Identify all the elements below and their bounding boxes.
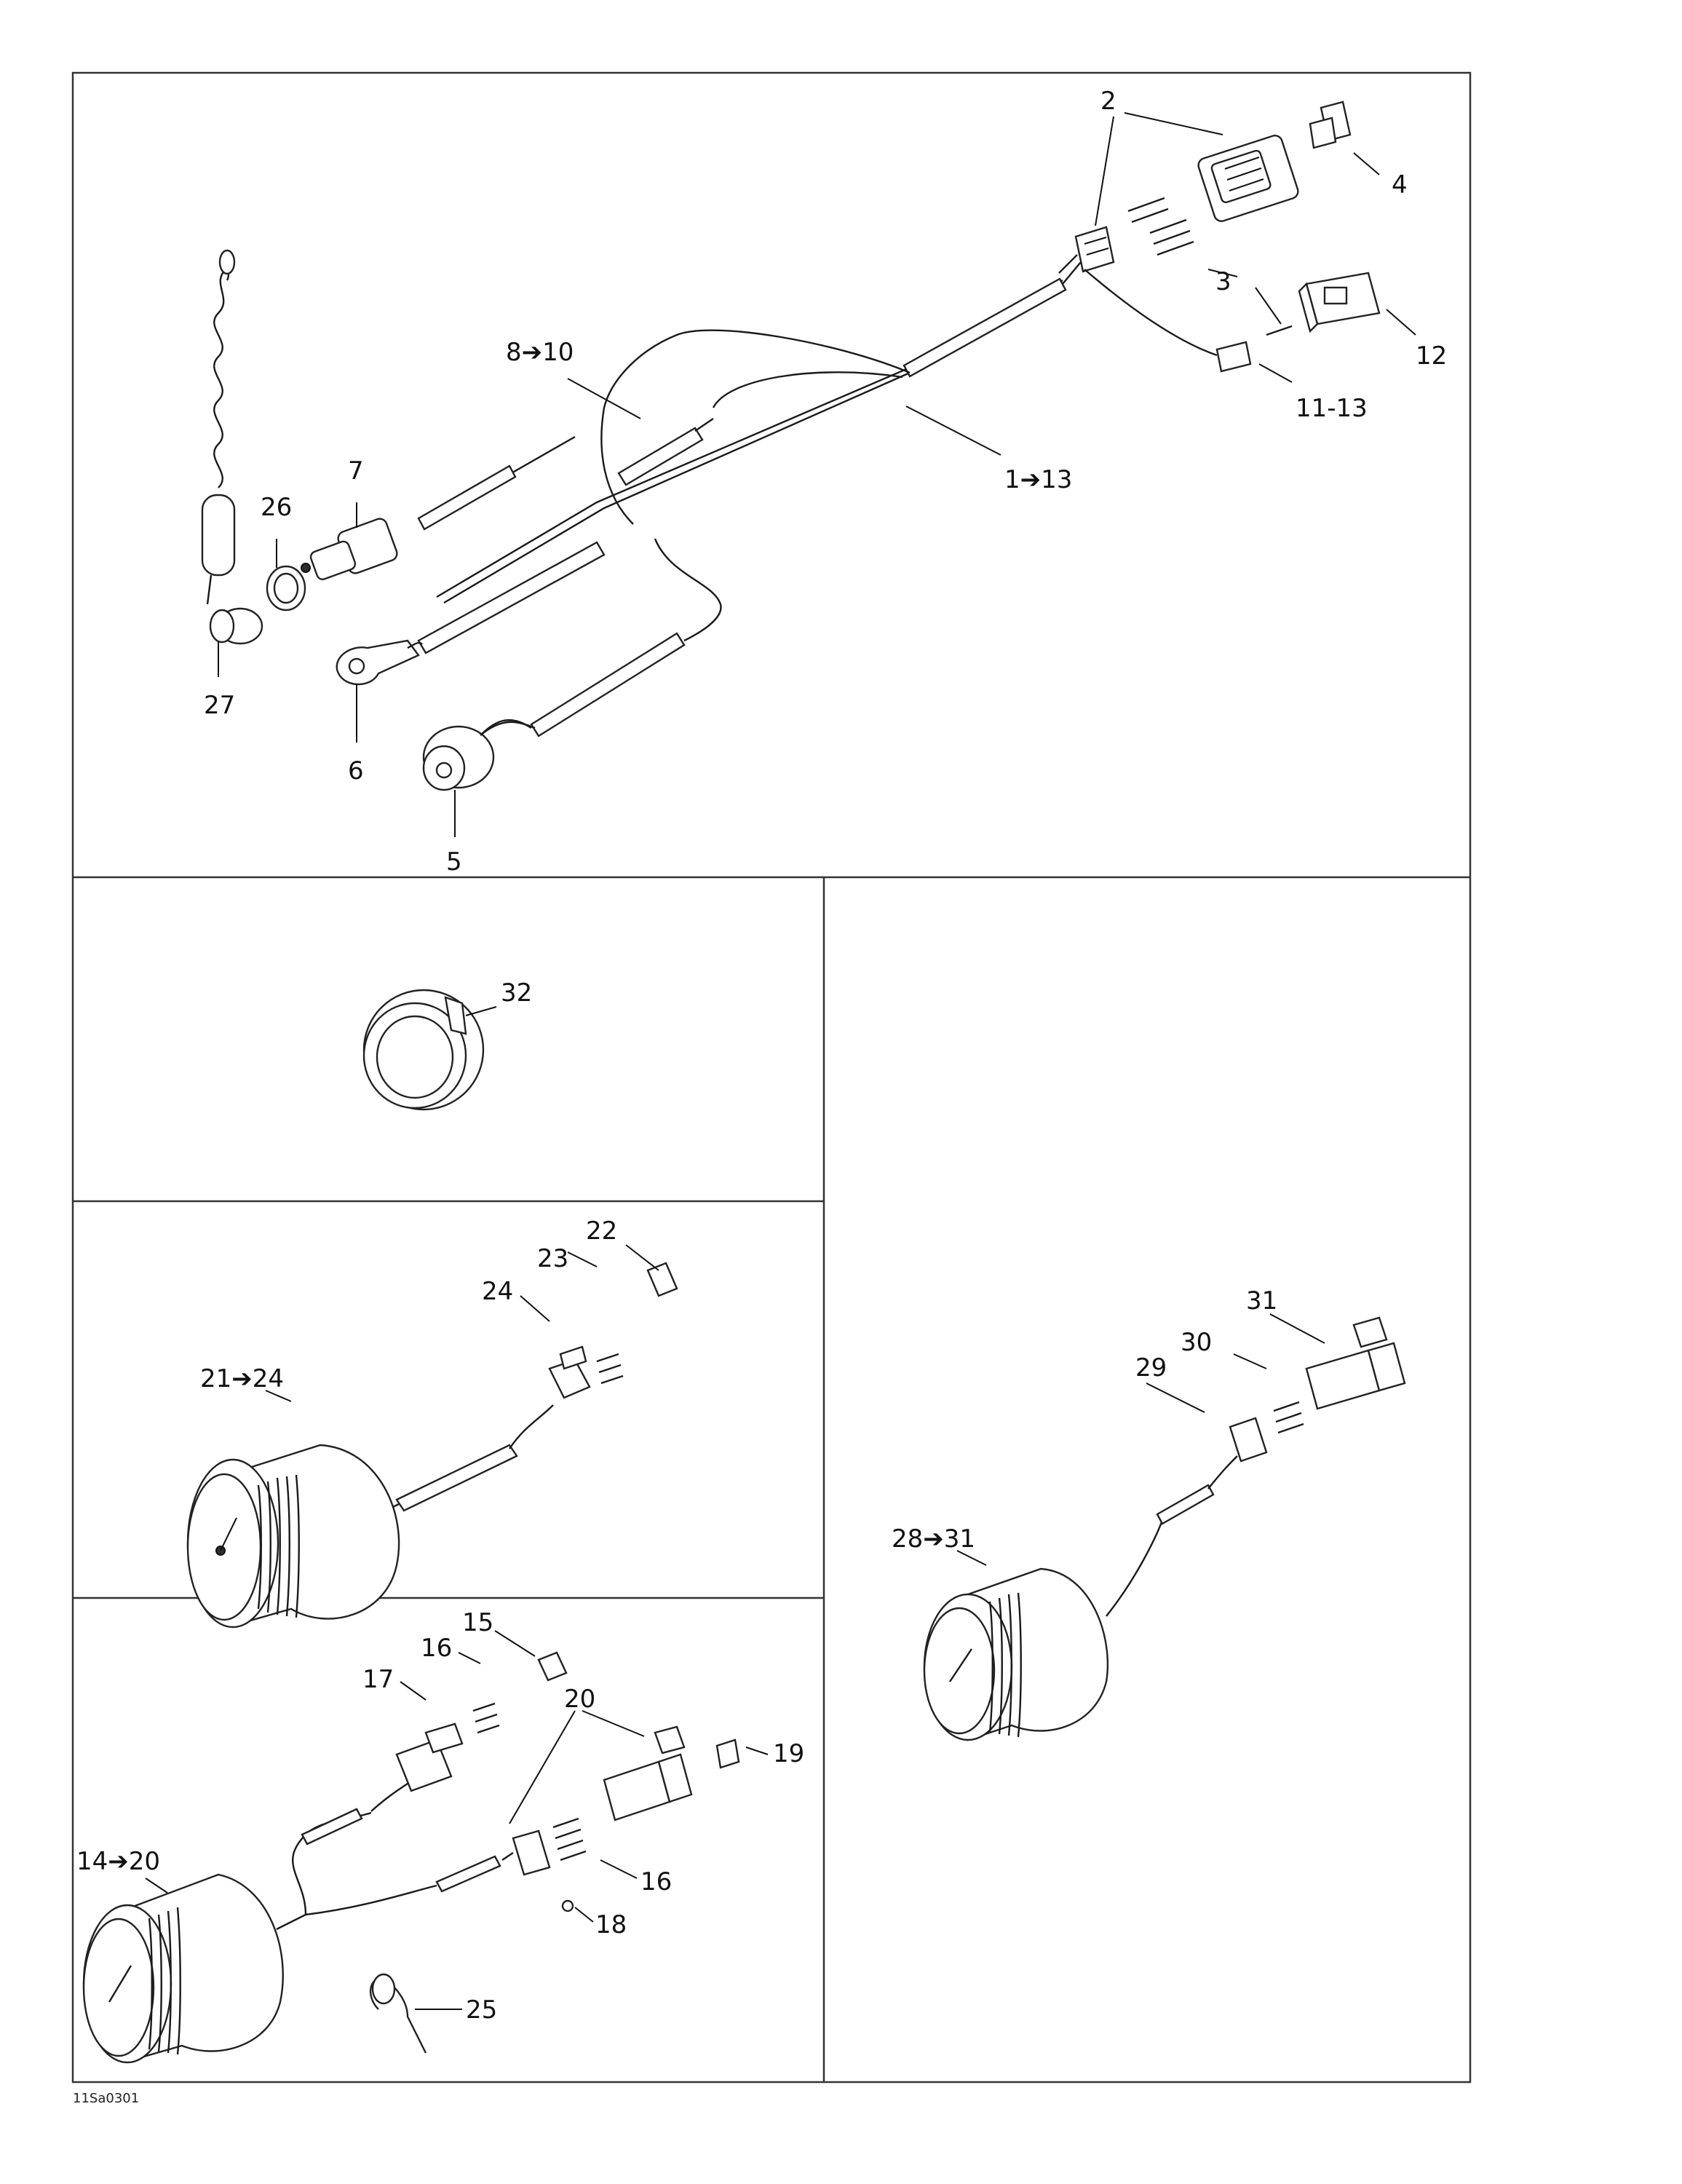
callout-27: 27 — [204, 691, 235, 720]
callouts: 2 4 3 12 11-13 1➔13 8➔10 7 26 27 6 5 32 … — [73, 87, 1447, 2106]
callout-16b: 16 — [640, 1867, 672, 1896]
callout-22: 22 — [586, 1216, 617, 1246]
gauge-14-20 — [82, 1651, 740, 2064]
connector-2 — [1197, 135, 1299, 222]
callout-30: 30 — [1181, 1328, 1212, 1357]
plate-11-13 — [1084, 269, 1252, 373]
bezel-ring-32 — [362, 989, 485, 1111]
callout-19: 19 — [773, 1739, 804, 1768]
callout-5: 5 — [446, 847, 462, 877]
gauge-21-24 — [186, 1262, 678, 1629]
lanyard-cord — [201, 249, 236, 605]
panel-frames — [71, 71, 1472, 2084]
main-harness-assembly — [201, 100, 1381, 791]
callout-21-24: 21➔24 — [200, 1364, 284, 1393]
callout-20: 20 — [564, 1685, 595, 1714]
callout-32: 32 — [501, 978, 532, 1008]
drawing-code: 11Sa0301 — [73, 2091, 139, 2106]
callout-14-20: 14➔20 — [76, 1847, 160, 1876]
callout-25: 25 — [466, 1995, 497, 2025]
harness-sleeve-8-10 — [617, 427, 704, 486]
receptacle-2 — [1058, 226, 1115, 285]
pins-3 — [1127, 197, 1293, 336]
switch-7 — [301, 518, 398, 580]
callout-1-13: 1➔13 — [1004, 465, 1072, 494]
callout-12: 12 — [1416, 341, 1447, 371]
terminal-6 — [336, 639, 423, 686]
callout-8-10: 8➔10 — [506, 338, 574, 367]
callout-31: 31 — [1246, 1286, 1277, 1315]
callout-11-13: 11-13 — [1296, 394, 1368, 423]
callout-17: 17 — [362, 1665, 394, 1694]
callout-6: 6 — [348, 756, 364, 786]
callout-23: 23 — [537, 1244, 568, 1273]
callout-16a: 16 — [421, 1634, 452, 1663]
callout-4: 4 — [1392, 170, 1408, 199]
callout-24: 24 — [482, 1277, 513, 1306]
ring-26 — [266, 565, 306, 612]
callout-18: 18 — [595, 1910, 627, 1939]
clip-27 — [209, 607, 263, 645]
leader-lines — [145, 112, 1416, 2010]
callout-3: 3 — [1215, 267, 1231, 296]
callout-26: 26 — [261, 493, 292, 522]
callout-29: 29 — [1135, 1353, 1167, 1382]
callout-7: 7 — [348, 456, 364, 486]
housing-12 — [1298, 272, 1381, 333]
callout-15: 15 — [462, 1608, 493, 1637]
sensor-5 — [422, 721, 536, 791]
gauge-28-31 — [923, 1316, 1406, 1741]
callout-2: 2 — [1100, 87, 1116, 116]
callout-28-31: 28➔31 — [892, 1524, 975, 1554]
lock-clip-4 — [1309, 100, 1352, 149]
